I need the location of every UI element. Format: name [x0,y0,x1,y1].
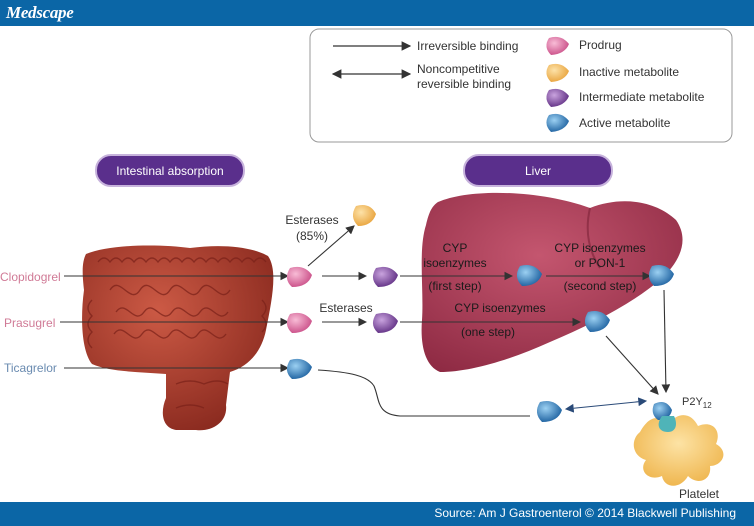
prasugrel-prodrug-icon [286,312,312,333]
p2y12-label: P2Y12 [682,396,712,410]
legend-intermediate: Intermediate metabolite [579,90,705,104]
receptor-bound-active-icon [652,402,672,420]
footer-bar: Source: Am J Gastroenterol © 2014 Blackw… [0,502,754,526]
prasugrel-intermediate-icon [372,312,398,333]
active-metabolite-icon [546,113,569,132]
legend-noncompetitive-1: Noncompetitive [417,62,500,76]
header-liver-label: Liver [525,164,551,178]
ticagrelor-circulating-icon [536,401,562,422]
cyp-second-1: CYP isoenzymes [554,241,645,255]
header-intestinal: Intestinal absorption [95,154,245,187]
ticagrelor-active-icon [286,358,312,379]
clopidogrel-prodrug-icon [286,266,312,287]
cyp-one-1: CYP isoenzymes [454,301,545,315]
drug-clopidogrel: Clopidogrel [0,270,61,284]
prodrug-icon [546,36,569,55]
inactive-metabolite-85-icon [352,205,376,226]
prasugrel-active-icon [584,311,610,332]
cyp-first-3: (first step) [428,279,481,293]
legend: Irreversible binding Noncompetitive reve… [309,28,733,143]
cyp-first-1: CYP [443,241,468,255]
clopidogrel-active-icon [648,265,674,286]
legend-noncompetitive-2: reversible binding [417,77,511,91]
header-liver: Liver [463,154,613,187]
legend-prodrug: Prodrug [579,38,622,52]
legend-inactive: Inactive metabolite [579,65,679,79]
esterases-top: Esterases [285,213,338,227]
first-step-active-icon [516,265,542,286]
cyp-second-3: (second step) [564,279,637,293]
step-labels: Esterases (85%) CYP isoenzymes (first st… [285,213,645,339]
p2y12-receptor-icon [658,416,676,432]
legend-irreversible: Irreversible binding [417,39,518,53]
drug-prasugrel: Prasugrel [4,316,55,330]
esterases-top-pct: (85%) [296,229,328,243]
cyp-first-2: isoenzymes [423,256,486,270]
platelet-illustration: P2Y12 Platelet [633,396,724,501]
molecules [286,205,674,422]
platelet-label: Platelet [679,487,720,501]
cyp-one-2: (one step) [461,325,515,339]
flow-arrows [60,225,671,417]
drug-ticagrelor: Ticagrelor [4,361,57,375]
source-credit: Source: Am J Gastroenterol © 2014 Blackw… [434,506,736,520]
cyp-second-2: or PON-1 [575,256,626,270]
liver-illustration [421,192,683,372]
legend-active: Active metabolite [579,116,671,130]
header-intestinal-label: Intestinal absorption [116,164,223,178]
intermediate-metabolite-icon [546,88,569,107]
header-bar: Medscape [0,0,754,26]
diagram: Irreversible binding Noncompetitive reve… [0,28,733,501]
brand-logo: Medscape [6,3,74,22]
intestine-illustration [82,245,274,431]
esterases-mid: Esterases [319,301,372,315]
clopidogrel-intermediate-icon [372,266,398,287]
inactive-metabolite-icon [546,63,569,82]
